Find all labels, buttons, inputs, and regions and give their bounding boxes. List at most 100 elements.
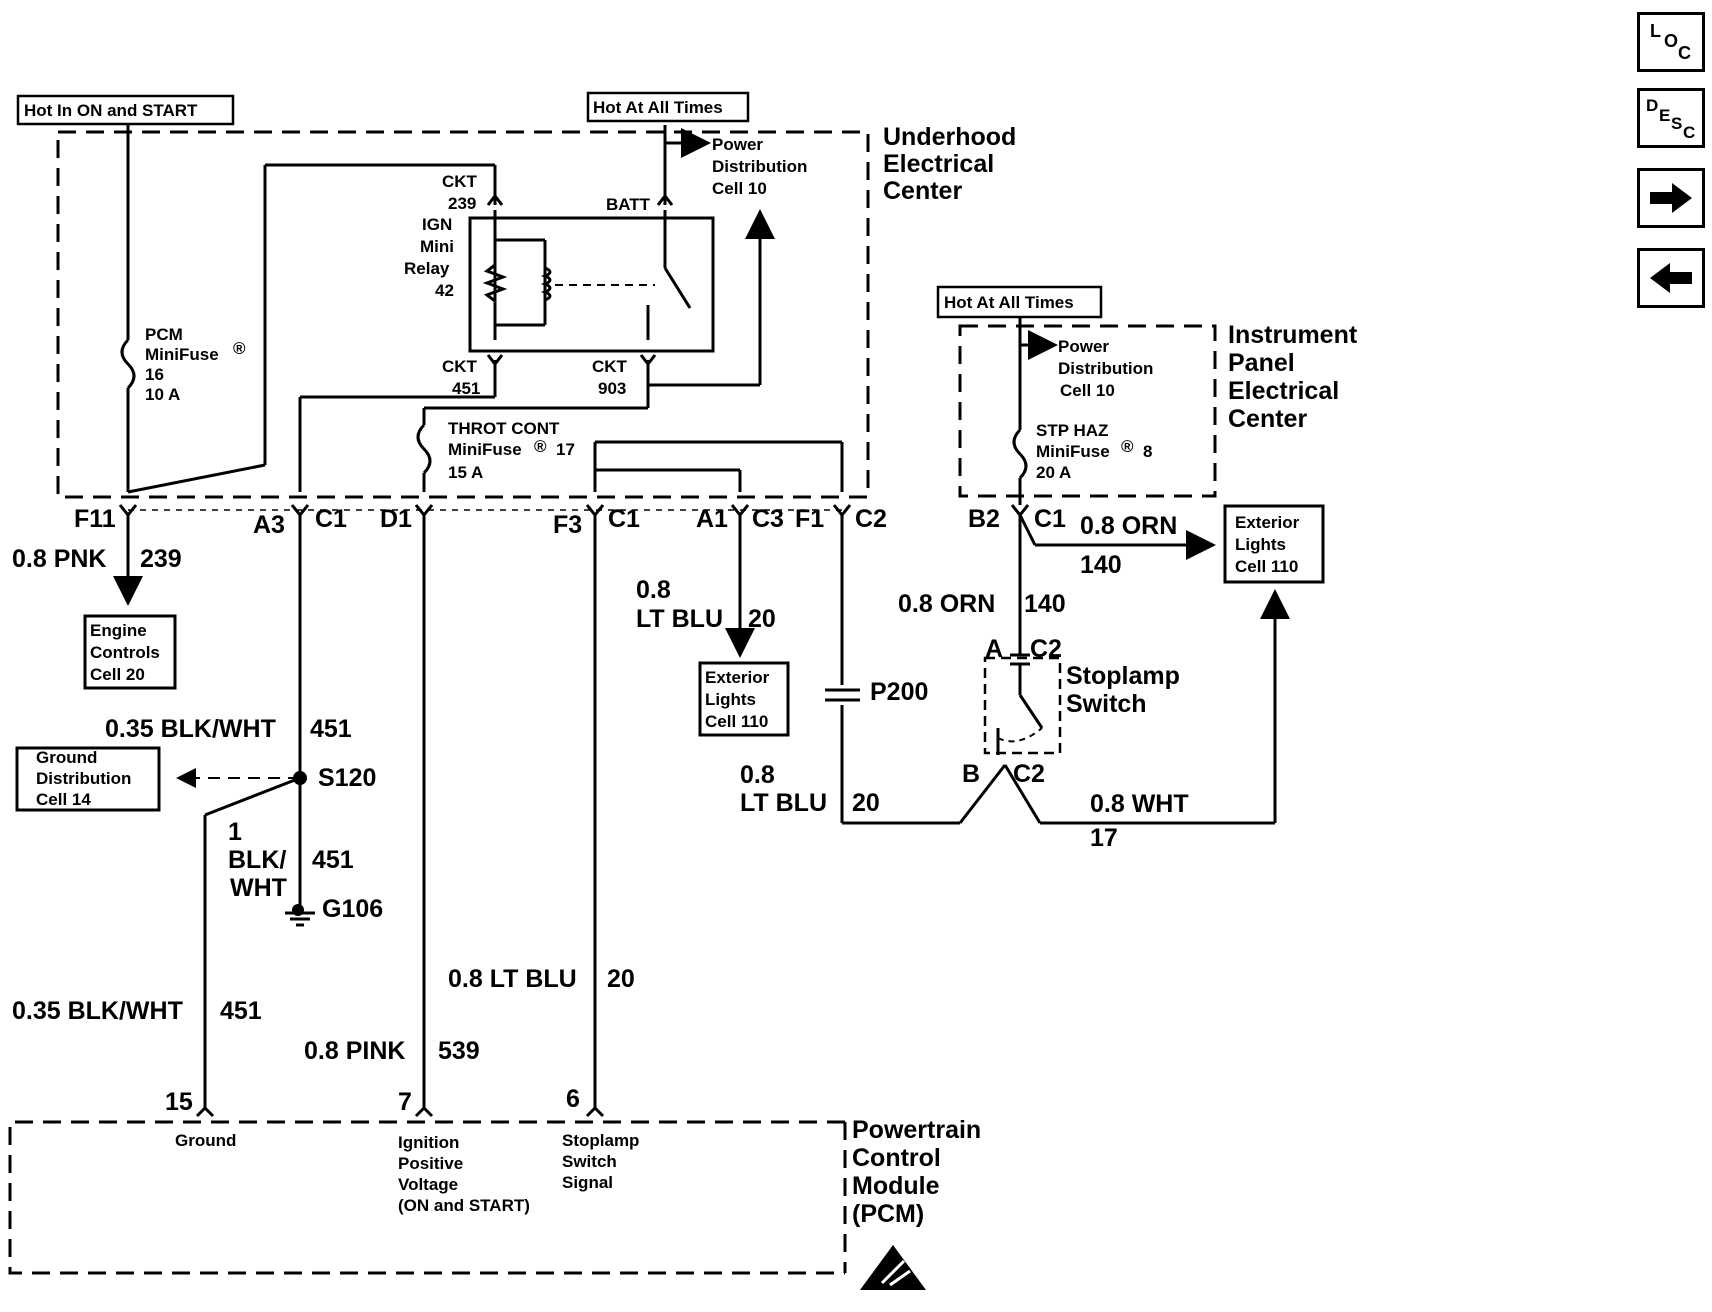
wire-bw-2: 0.35 BLK/WHT: [12, 997, 183, 1025]
ipec-fuse-2: MiniFuse: [1036, 442, 1110, 461]
loc-icon: L O C: [1650, 21, 1691, 63]
next-button[interactable]: [1637, 168, 1705, 228]
conn-a3: A3: [253, 511, 285, 539]
pd-label-2: Distribution: [712, 157, 807, 176]
pcm-stop-3: Signal: [562, 1173, 613, 1192]
pcm-fuse-1: PCM: [145, 325, 183, 344]
ground-dist-2: Distribution: [36, 769, 131, 788]
ground-distribution-box: [15, 746, 161, 812]
ipec-fuse-3: 8: [1143, 442, 1152, 461]
desc-button[interactable]: D E S C: [1637, 88, 1705, 148]
prev-button[interactable]: [1637, 248, 1705, 308]
svg-text:C: C: [1678, 43, 1691, 63]
underhood-title-1: Underhood: [883, 123, 1016, 151]
wire-ltblu-c2: LT BLU: [740, 789, 827, 817]
svg-text:L: L: [1650, 21, 1661, 41]
ipec-title-2: Panel: [1228, 349, 1295, 377]
wire-ltblu-b: 0.8 LT BLU: [448, 965, 577, 993]
engine-controls-2: Controls: [90, 643, 160, 662]
pcm-fuse-4: 10 A: [145, 385, 180, 404]
pd-label-1: Power: [712, 135, 763, 154]
pcm-ground: Ground: [175, 1131, 236, 1150]
ckt903-1: CKT: [592, 357, 628, 376]
wire-pink: 0.8 PINK: [304, 1037, 405, 1065]
relay-2: Mini: [420, 237, 454, 256]
conn-f1: F1: [795, 505, 824, 533]
conn-a: A: [985, 635, 1003, 663]
pcm-fuse-2: MiniFuse: [145, 345, 219, 364]
throt-fuse-2: MiniFuse: [448, 440, 522, 459]
wire-451-3: 451: [220, 997, 262, 1025]
wire-orn-b: 0.8 ORN: [898, 590, 995, 618]
stoplamp-1: Stoplamp: [1066, 662, 1180, 690]
wire-20-a: 20: [748, 605, 776, 633]
hot-on-start-label: Hot In ON and START: [24, 101, 198, 120]
wire-blk: BLK/: [228, 846, 286, 874]
wire-ltblu-a2: LT BLU: [636, 605, 723, 633]
engine-controls-box: [83, 614, 177, 690]
exterior-lights-box-1: [698, 661, 790, 737]
pin-6: 6: [566, 1085, 580, 1113]
wire-451-1: 451: [310, 715, 352, 743]
pcm-ign-4: (ON and START): [398, 1196, 530, 1215]
wire-239: 239: [140, 545, 182, 573]
relay-4: 42: [435, 281, 454, 300]
engine-controls-3: Cell 20: [90, 665, 145, 684]
pd-label-3: Cell 10: [712, 179, 767, 198]
wire-wht: WHT: [230, 874, 287, 902]
ckt239-2: 239: [448, 194, 476, 213]
wire-1: 1: [228, 818, 242, 846]
esd-warning-icon: [860, 1245, 926, 1290]
pcm-ign-1: Ignition: [398, 1133, 459, 1152]
conn-c2b: C2: [1030, 635, 1062, 663]
ipec-fuse-4: 20 A: [1036, 463, 1071, 482]
ckt903-2: 903: [598, 379, 626, 398]
throt-fuse-3: 17: [556, 440, 575, 459]
conn-f3: F3: [553, 511, 582, 539]
wire-ltblu-c1: 0.8: [740, 761, 775, 789]
pcm-title-4: (PCM): [852, 1200, 924, 1228]
underhood-box: [56, 130, 870, 499]
ground-dist-3: Cell 14: [36, 790, 91, 809]
exterior-lights-box-2: [1223, 504, 1325, 584]
conn-c1b: C1: [608, 505, 640, 533]
loc-button[interactable]: L O C: [1637, 12, 1705, 72]
ext-lights-2b: Lights: [1235, 535, 1286, 554]
svg-text:E: E: [1659, 106, 1670, 125]
hot-all-times-label-1: Hot At All Times: [593, 98, 723, 117]
ipec-pd-3: Cell 10: [1060, 381, 1115, 400]
stoplamp-2: Switch: [1066, 690, 1147, 718]
ipec-title-4: Center: [1228, 405, 1307, 433]
conn-b2: B2: [968, 505, 1000, 533]
conn-c3: C3: [752, 505, 784, 533]
ckt239-1: CKT: [442, 172, 478, 191]
ext-lights-2c: Cell 110: [1235, 557, 1298, 576]
svg-text:D: D: [1646, 96, 1658, 115]
wire-wht: 0.8 WHT: [1090, 790, 1189, 818]
relay-3: Relay: [404, 259, 450, 278]
ckt451-1: CKT: [442, 357, 478, 376]
reg-1: ®: [233, 339, 246, 358]
pcm-title-1: Powertrain: [852, 1116, 981, 1144]
wire-539: 539: [438, 1037, 480, 1065]
reg-2: ®: [534, 437, 547, 456]
wire-17: 17: [1090, 824, 1118, 852]
ipec-pd-1: Power: [1058, 337, 1109, 356]
pcm-box: [8, 1120, 845, 1275]
wire-20-b: 20: [607, 965, 635, 993]
pcm-fuse-3: 16: [145, 365, 164, 384]
hot-all-times-box-2: [936, 285, 1103, 319]
ipec-fuse-1: STP HAZ: [1036, 421, 1108, 440]
svg-text:O: O: [1664, 31, 1678, 51]
pcm-title-2: Control: [852, 1144, 941, 1172]
reg-3: ®: [1121, 437, 1134, 456]
relay-1: IGN: [422, 215, 452, 234]
pcm-stop-1: Stoplamp: [562, 1131, 639, 1150]
right-arrow-icon: [1650, 183, 1692, 213]
ext-lights-1b: Lights: [705, 690, 756, 709]
conn-c1c: C1: [1034, 505, 1066, 533]
pcm-stop-2: Switch: [562, 1152, 617, 1171]
desc-icon: D E S C: [1646, 96, 1695, 142]
conn-c2c: C2: [1013, 760, 1045, 788]
